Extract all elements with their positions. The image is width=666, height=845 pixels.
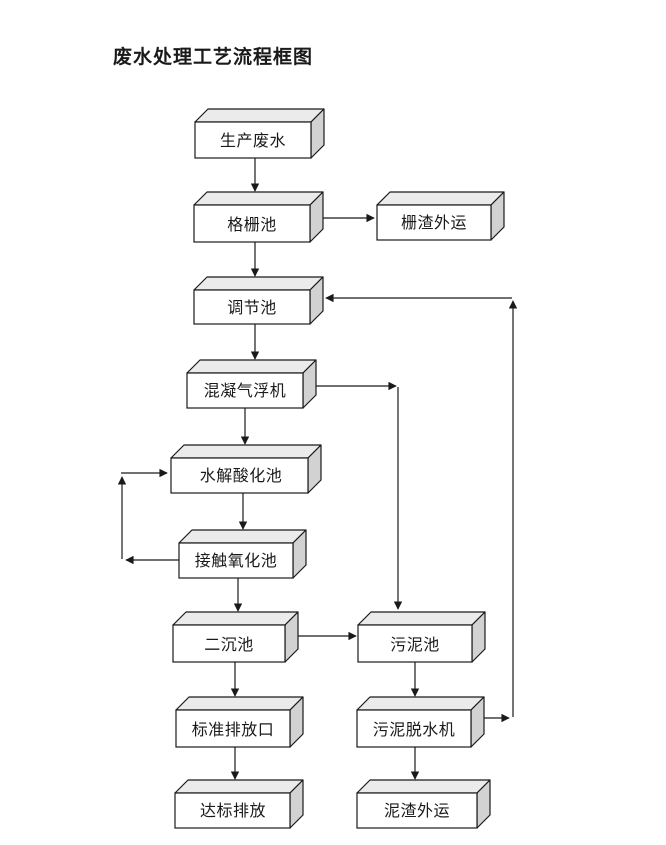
node-label: 调节池 [227, 299, 277, 317]
box-top-face [357, 611, 486, 626]
node-production-wastewater: 生产废水 [194, 108, 325, 159]
node-label: 污泥脱水机 [373, 721, 456, 739]
box-front-face [186, 372, 304, 409]
node-standard-discharge-outlet: 标准排放口 [175, 696, 304, 748]
box-top-face [170, 444, 322, 459]
box-front-face [174, 792, 291, 829]
box-top-face [186, 359, 317, 374]
node-label: 达标排放 [200, 802, 266, 820]
box-front-face [170, 457, 309, 494]
box-top-face [172, 611, 299, 626]
box-front-face [175, 709, 291, 748]
box-front-face [194, 121, 312, 159]
node-label: 泥渣外运 [384, 802, 450, 820]
node-label: 污泥池 [390, 636, 440, 654]
box-front-face [193, 204, 311, 243]
box-top-face [193, 191, 324, 206]
node-sludge-residue-removal: 泥渣外运 [356, 779, 491, 829]
box-top-face [175, 696, 304, 711]
node-label: 格栅池 [227, 216, 277, 234]
node-label: 生产废水 [220, 132, 286, 150]
node-label: 混凝气浮机 [204, 382, 287, 400]
box-top-face [356, 696, 485, 711]
box-front-face [356, 709, 472, 748]
node-secondary-sedimentation-pool: 二沉池 [172, 611, 299, 663]
node-bar-screen-pool: 格栅池 [193, 191, 324, 243]
node-label: 二沉池 [204, 636, 254, 654]
box-top-face [193, 276, 324, 291]
node-label: 接触氧化池 [195, 552, 278, 570]
node-sludge-pool: 污泥池 [357, 611, 486, 663]
box-top-face [356, 779, 491, 794]
box-top-face [174, 779, 304, 794]
box-top-face [376, 191, 505, 206]
box-front-face [193, 289, 311, 325]
box-top-face [194, 108, 325, 123]
box-front-face [357, 624, 473, 663]
box-front-face [356, 792, 478, 829]
node-compliant-discharge: 达标排放 [174, 779, 304, 829]
box-top-face [178, 529, 307, 544]
node-label: 栅渣外运 [401, 214, 467, 232]
node-hydrolysis-acidification-pool: 水解酸化池 [170, 444, 322, 494]
node-label: 水解酸化池 [200, 467, 283, 485]
node-screen-residue-removal: 栅渣外运 [376, 191, 505, 241]
node-regulating-pool: 调节池 [193, 276, 324, 325]
box-front-face [178, 542, 294, 579]
node-sludge-dewatering-machine: 污泥脱水机 [356, 696, 485, 748]
box-front-face [376, 204, 492, 241]
node-contact-oxidation-pool: 接触氧化池 [178, 529, 307, 579]
page-title: 废水处理工艺流程框图 [113, 45, 313, 68]
node-label: 标准排放口 [192, 721, 275, 739]
node-coagulation-air-flotation: 混凝气浮机 [186, 359, 317, 409]
box-front-face [172, 624, 286, 663]
